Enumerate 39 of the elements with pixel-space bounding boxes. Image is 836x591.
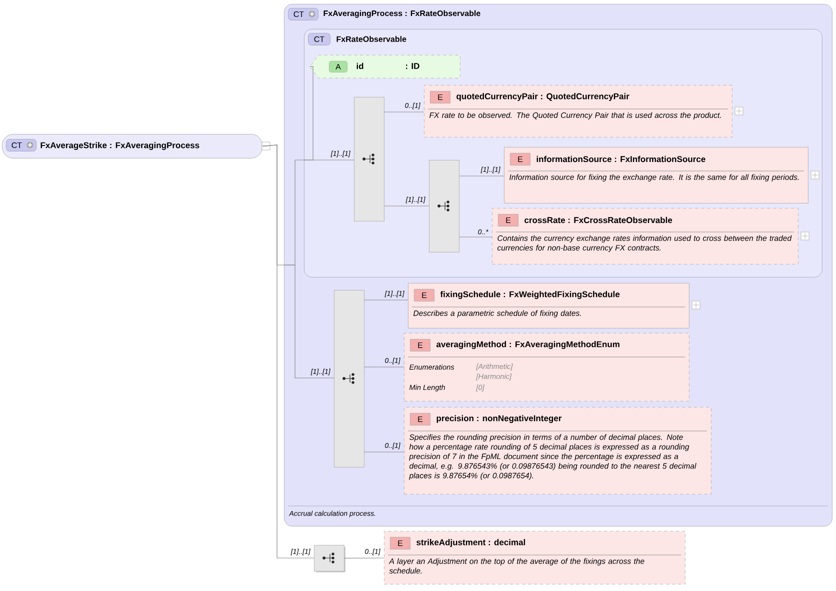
type-badge: A — [329, 61, 348, 72]
type-name: FxRateObservable — [336, 36, 406, 42]
type-name: FxAveragingProcess : FxRateObservable — [324, 10, 480, 18]
element-name: fixingSchedule : FxWeightedFixingSchedule — [440, 291, 620, 299]
attribute-name: id — [356, 62, 364, 70]
element-box — [384, 531, 686, 584]
element-name: strikeAdjustment : decimal — [416, 539, 526, 547]
compositor-box — [354, 97, 384, 222]
element-box — [404, 407, 712, 494]
type-badge: CT — [308, 33, 330, 46]
type-badge: CT — [6, 139, 36, 152]
connector-line — [364, 366, 404, 368]
element-name: averagingMethod : FxAveragingMethodEnum — [436, 341, 620, 349]
type-badge: E — [498, 214, 518, 226]
element-name: quotedCurrencyPair : QuotedCurrencyPair — [456, 93, 630, 101]
element-box — [504, 147, 808, 204]
attribute-type: : ID — [406, 63, 420, 69]
type-badge: E — [430, 91, 450, 104]
type-badge: E — [510, 153, 530, 166]
connector-line — [459, 236, 492, 238]
element-box — [492, 208, 798, 264]
type-badge: E — [390, 537, 410, 550]
compositor-box — [334, 290, 364, 468]
element-name: crossRate : FxCrossRateObservable — [524, 216, 672, 224]
attribute-box — [310, 54, 460, 78]
element-box — [408, 283, 690, 328]
connector-line — [262, 144, 314, 558]
type-badge: CT — [288, 8, 318, 20]
type-badge: E — [410, 413, 430, 426]
element-box — [404, 333, 690, 402]
compositor-box — [314, 545, 346, 572]
type-name: FxAverageStrike : FxAveragingProcess — [40, 142, 200, 150]
element-box — [424, 85, 732, 138]
connector-line — [284, 264, 334, 378]
element-name: informationSource : FxInformationSource — [536, 156, 706, 162]
compositor-box — [429, 160, 460, 252]
type-badge: E — [414, 289, 434, 302]
element-name: precision : nonNegativeInteger — [436, 415, 562, 423]
type-badge: E — [410, 339, 430, 352]
